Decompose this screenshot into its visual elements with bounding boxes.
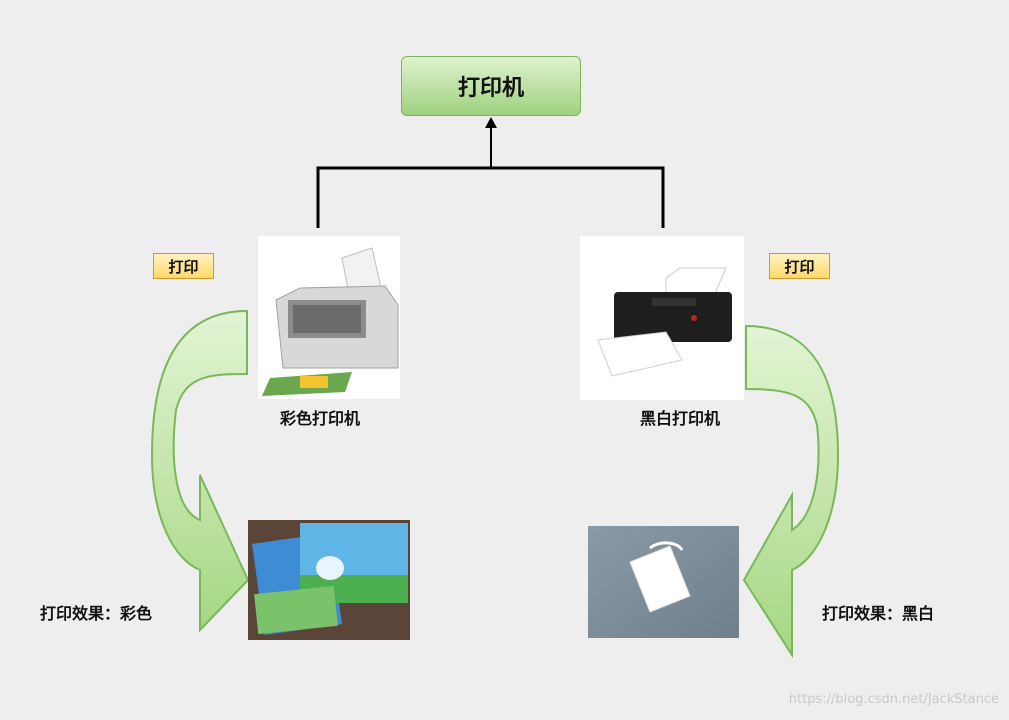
print-tag-left: 打印 bbox=[153, 253, 214, 279]
connector bbox=[316, 117, 665, 228]
bw-print-image bbox=[588, 526, 739, 638]
bw-effect-label: 打印效果：黑白 bbox=[822, 604, 935, 623]
color-printer-image bbox=[258, 236, 400, 399]
color-prints-image bbox=[248, 520, 410, 640]
print-tag-right: 打印 bbox=[769, 253, 830, 279]
root-label: 打印机 bbox=[457, 76, 524, 101]
right-curved-arrow bbox=[742, 324, 840, 659]
printer-root-node: 打印机 bbox=[401, 56, 581, 116]
watermark: https://blog.csdn.net/JackStance bbox=[788, 692, 999, 707]
bw-printer-label: 黑白打印机 bbox=[640, 409, 721, 428]
color-printer-label: 彩色打印机 bbox=[280, 409, 361, 428]
bw-printer-image bbox=[580, 236, 744, 400]
left-curved-arrow bbox=[150, 309, 250, 633]
color-effect-label: 打印效果：彩色 bbox=[40, 604, 153, 623]
